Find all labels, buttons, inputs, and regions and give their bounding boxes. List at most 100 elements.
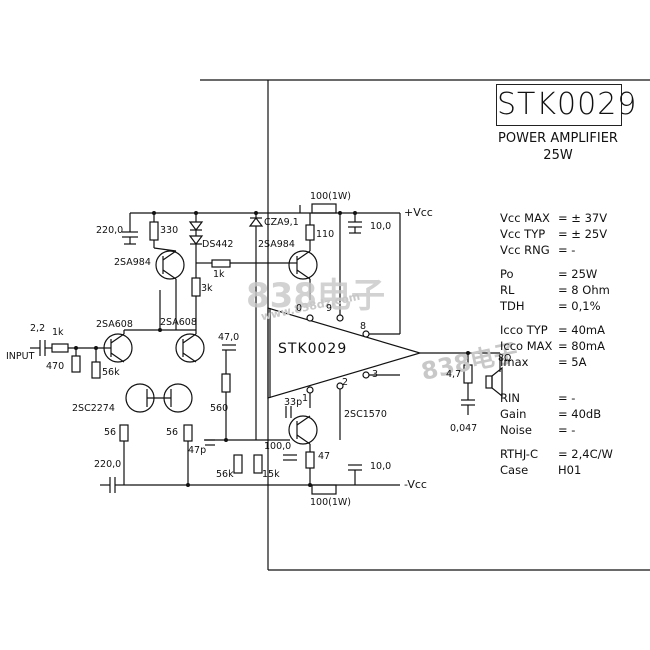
label-c47: 47,0 [218, 332, 240, 343]
label-pin1: 1 [302, 393, 309, 404]
resistor-56k-b [233, 454, 243, 474]
label-r1k: 1k [213, 269, 225, 280]
chip-triangle [267, 307, 423, 399]
resistor-input [51, 343, 69, 353]
label-r47: 47 [318, 451, 331, 462]
resistor-15k [253, 454, 263, 474]
label-r330: 330 [160, 225, 179, 236]
label-c100: 100,0 [264, 441, 292, 452]
title-box: STK0029 [496, 84, 636, 126]
resistor-56-left [119, 424, 129, 442]
spec-label: Icco MAX [500, 339, 553, 353]
spec-row: RIN = - [500, 392, 575, 405]
label-q-2sa984-right: 2SA984 [258, 239, 295, 250]
label-pin0: 0 [296, 303, 303, 314]
spec-row: TDH= 0,1% [500, 300, 601, 313]
label-vcc-pos: +Vcc [404, 206, 433, 219]
spec-row: Case H01 [500, 464, 581, 477]
spec-value: = 2,4C/W [558, 447, 613, 461]
resistor-3k [191, 277, 201, 297]
label-zener: CZA9,1 [264, 217, 299, 228]
label-c0-047: 0,047 [450, 423, 478, 434]
label-r-bottom: 100(1W) [310, 497, 351, 508]
spec-row: Imax = 5A [500, 356, 586, 369]
spec-label: Vcc MAX [500, 211, 550, 225]
label-r56-left: 56 [104, 427, 117, 438]
spec-label: Icco TYP [500, 323, 548, 337]
spec-value: = 40mA [558, 323, 605, 337]
label-r-top: 100(1W) [310, 191, 351, 202]
resistor-bottom [311, 484, 337, 495]
label-r56k-b: 56k [216, 469, 234, 480]
label-r56-right: 56 [166, 427, 179, 438]
spec-row: RTHJ-C= 2,4C/W [500, 448, 613, 461]
resistor-1k [211, 259, 231, 268]
label-r470: 470 [46, 361, 65, 372]
resistor-110 [305, 224, 315, 241]
resistor-56k-a [91, 361, 101, 379]
label-r15k: 15k [262, 469, 280, 480]
resistor-47 [305, 451, 315, 469]
transistor-2sa608-right [175, 333, 205, 363]
resistor-56-right [183, 424, 193, 442]
spec-label: Imax [500, 355, 529, 369]
spec-label: Noise [500, 423, 532, 437]
label-c33p: 33p [284, 397, 303, 408]
spec-label: RL [500, 283, 515, 297]
spec-row: Icco MAX = 80mA [500, 340, 605, 353]
label-q-2sa608-left: 2SA608 [96, 319, 133, 330]
resistor-330 [149, 221, 159, 241]
label-ds442: DS442 [202, 239, 234, 250]
label-pin3: 3 [372, 369, 379, 380]
label-c-bottom-left: 220,0 [94, 459, 122, 470]
label-c-neg: 10,0 [370, 461, 392, 472]
label-r560: 560 [210, 403, 229, 414]
transistor-2sa984-right [288, 250, 318, 280]
label-q-2sa608-right: 2SA608 [160, 317, 197, 328]
spec-row: Icco TYP = 40mA [500, 324, 605, 337]
label-pin9: 9 [326, 303, 333, 314]
resistor-470 [71, 355, 81, 373]
spec-label: Vcc RNG [500, 243, 550, 257]
spec-row: Gain= 40dB [500, 408, 601, 421]
speaker-icon [485, 375, 493, 389]
spec-row: Vcc MAX= ± 37V [500, 212, 607, 225]
spec-label: Vcc TYP [500, 227, 546, 241]
spec-row: Po= 25W [500, 268, 597, 281]
spec-value: = ± 25V [558, 227, 608, 241]
subtitle-line-2: 25W [543, 148, 573, 163]
spec-value: = 80mA [558, 339, 605, 353]
transistor-2sa984-left [155, 250, 185, 280]
spec-value: = 25W [558, 267, 598, 281]
label-input: INPUT [6, 351, 35, 362]
spec-value: = 40dB [558, 407, 602, 421]
label-pin8: 8 [360, 321, 367, 332]
label-c47p: 47p [188, 445, 207, 456]
chip-label: STK0029 [278, 341, 348, 357]
spec-value: = - [558, 243, 576, 257]
label-q-2sa984-left: 2SA984 [114, 257, 151, 268]
spec-row: RL = 8 Ohm [500, 284, 610, 297]
resistor-top [311, 203, 337, 214]
spec-value: = - [558, 391, 576, 405]
label-r56k-a: 56k [102, 367, 120, 378]
transistor-2sc1570 [288, 415, 318, 445]
label-r3k: 3k [201, 283, 213, 294]
spec-value: = 5A [558, 355, 587, 369]
label-r-input: 1k [52, 327, 64, 338]
spec-label: Case [500, 463, 529, 477]
label-r110: 110 [316, 229, 335, 240]
label-q-2sc2274: 2SC2274 [72, 403, 115, 414]
label-speaker: 8Ω [498, 353, 512, 364]
spec-value: = 8 Ohm [558, 283, 610, 297]
spec-label: RIN [500, 391, 520, 405]
label-c-pos: 10,0 [370, 221, 392, 232]
label-pin2: 2 [342, 377, 349, 388]
subtitle-line-1: POWER AMPLIFIER [498, 131, 618, 146]
resistor-560 [221, 373, 231, 393]
spec-label: TDH [500, 299, 525, 313]
spec-value: H01 [558, 463, 582, 477]
spec-row: Vcc RNG = - [500, 244, 575, 257]
label-vcc-neg: -Vcc [404, 478, 427, 491]
